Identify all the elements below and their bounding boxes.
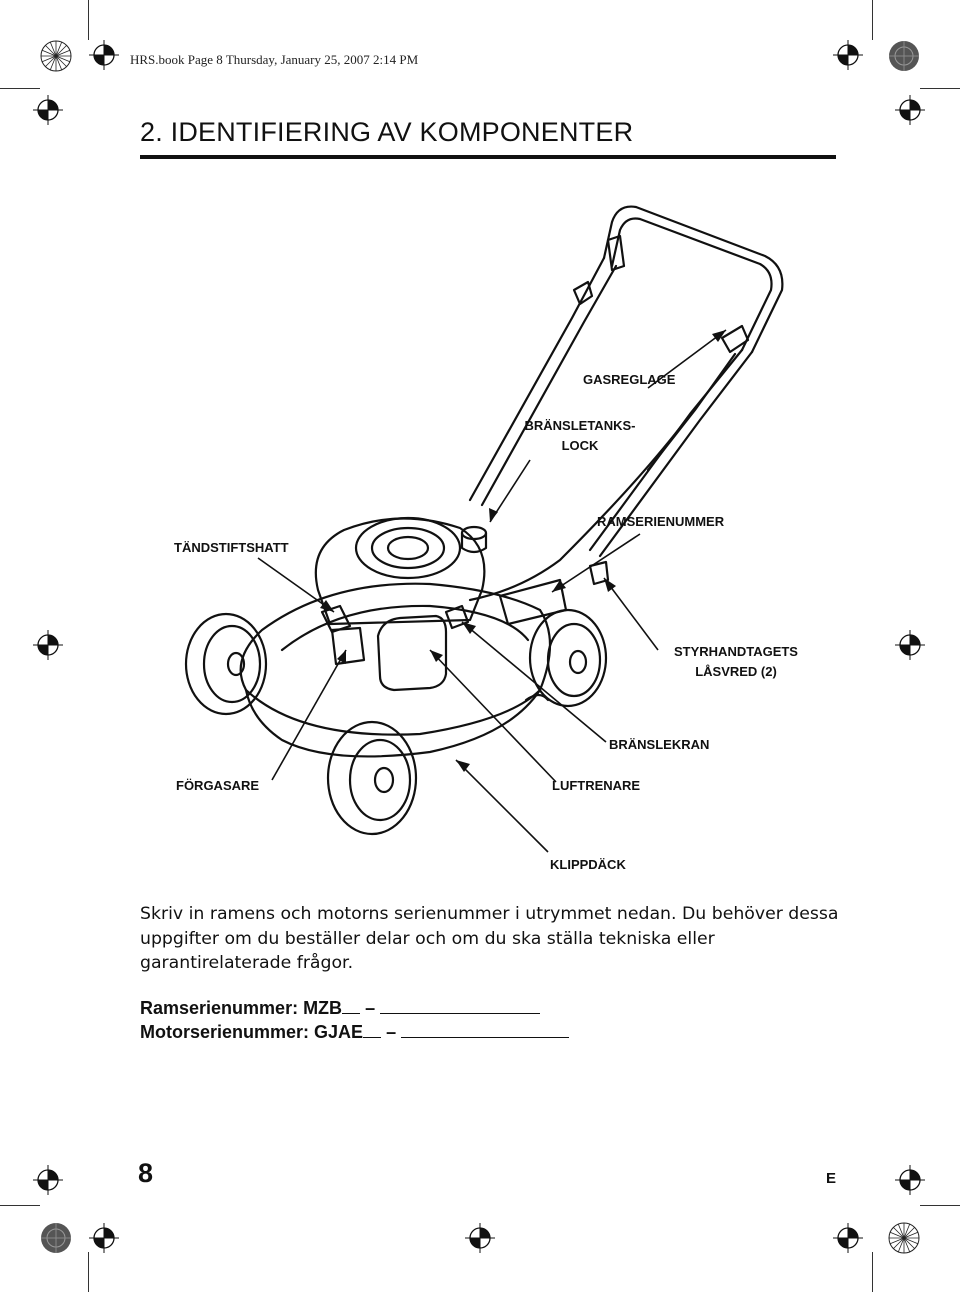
trim-mark	[88, 1252, 89, 1292]
serial-blank	[380, 999, 541, 1014]
label-ramserienummer: RAMSERIENUMMER	[597, 514, 725, 529]
engine-serial-line: Motorserienummer: GJAE –	[140, 1022, 570, 1043]
leader-gasreglage	[647, 329, 727, 389]
throttle-lever	[720, 324, 750, 354]
leader-branslekran	[461, 621, 607, 743]
leader-forgasare	[271, 649, 347, 781]
serial-blank	[342, 999, 361, 1014]
label-branslekran: BRÄNSLEKRAN	[609, 737, 710, 752]
trim-mark	[0, 1205, 40, 1206]
starburst-mark-icon	[888, 1222, 920, 1254]
handle-right-tube	[598, 350, 754, 558]
trim-mark	[88, 0, 89, 40]
label-line: BRÄNSLETANKS-	[524, 418, 636, 433]
trim-mark	[872, 0, 873, 40]
label-klippdack: KLIPPDÄCK	[550, 857, 626, 872]
language-code: E	[826, 1170, 837, 1187]
rear-right-wheel	[528, 608, 608, 708]
label-line: STYRHANDTAGETS	[674, 644, 798, 659]
registration-mark-icon	[894, 1164, 926, 1196]
label-styrhandtagets-lasvred: STYRHANDTAGETS LÅSVRED (2)	[652, 642, 820, 682]
rear-left-wheel	[184, 612, 268, 716]
leader-tandstiftshatt	[257, 557, 335, 613]
dark-target-mark-icon	[889, 41, 919, 71]
registration-mark-icon	[32, 1164, 64, 1196]
title-rule	[140, 155, 836, 159]
registration-mark-icon	[832, 1222, 864, 1254]
trim-mark	[920, 88, 960, 89]
frame-serial-label: Ramserienummer: MZB	[140, 998, 343, 1018]
registration-mark-icon	[464, 1222, 496, 1254]
frame-serial-line: Ramserienummer: MZB –	[140, 998, 541, 1019]
leader-klippdack	[455, 759, 549, 853]
leader-styrhandtagets	[603, 577, 659, 651]
handle-bar	[602, 205, 784, 354]
section-title: 2. IDENTIFIERING AV KOMPONENTER	[140, 117, 634, 147]
label-bransletankslock: BRÄNSLETANKS- LOCK	[514, 416, 646, 456]
handle-left-tube	[468, 256, 606, 502]
leader-ramserienummer	[551, 533, 641, 593]
trim-mark	[0, 88, 40, 89]
lawn-mower-illustration	[184, 205, 784, 853]
air-cleaner	[376, 614, 448, 692]
recoil-starter	[354, 516, 462, 580]
dark-target-mark-icon	[41, 1223, 71, 1253]
label-tandstiftshatt: TÄNDSTIFTSHATT	[174, 540, 289, 555]
registration-mark-icon	[88, 1222, 120, 1254]
trim-mark	[872, 1252, 873, 1292]
serial-blank	[363, 1023, 382, 1038]
label-line: LÅSVRED (2)	[695, 664, 777, 679]
label-luftrenare: LUFTRENARE	[552, 778, 641, 793]
running-head: HRS.book Page 8 Thursday, January 25, 20…	[130, 52, 419, 67]
spark-plug-cap	[320, 604, 352, 634]
page-number: 8	[138, 1158, 154, 1188]
leader-luftrenare	[429, 649, 557, 783]
instruction-paragraph: Skriv in ramens och motorns serienummer …	[140, 904, 839, 973]
label-forgasare: FÖRGASARE	[176, 778, 260, 793]
front-left-wheel	[326, 720, 418, 836]
serial-dash: –	[365, 998, 376, 1018]
label-line: LOCK	[561, 438, 599, 453]
serial-dash: –	[386, 1022, 397, 1042]
starburst-mark-icon	[40, 40, 72, 72]
label-gasreglage: GASREGLAGE	[583, 372, 676, 387]
serial-blank	[401, 1023, 570, 1038]
engine-serial-label: Motorserienummer: GJAE	[140, 1022, 364, 1042]
trim-mark	[920, 1205, 960, 1206]
